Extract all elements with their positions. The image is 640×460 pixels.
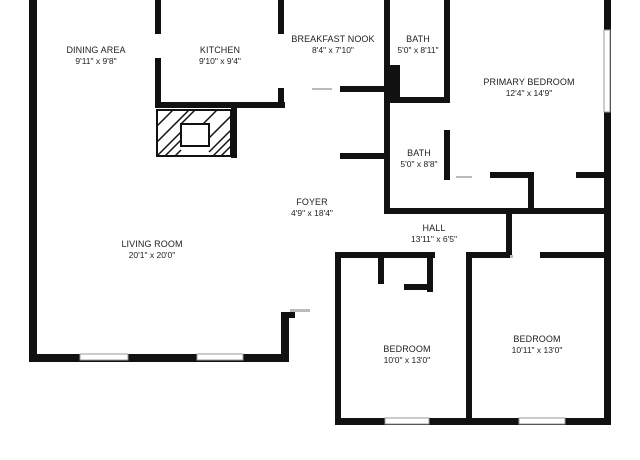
room-name: BREAKFAST NOOK — [291, 34, 375, 44]
wall-bedroom2-north-a — [466, 252, 512, 258]
wall-closet-north-2 — [576, 172, 611, 178]
room-name: BEDROOM — [383, 344, 431, 354]
room-dimensions: 4'9" x 18'4" — [291, 208, 333, 218]
room-label-hall: HALL 13'11" x 6'5" — [411, 223, 457, 245]
room-name: KITCHEN — [199, 45, 241, 55]
wall-bedroom2-north-b — [540, 252, 611, 258]
window-primary — [603, 29, 611, 113]
wall-bath-east-upper — [444, 0, 450, 103]
room-label-bath-upper: BATH 5'0" x 8'11" — [397, 34, 438, 56]
room-dimensions: 20'1" x 20'0" — [128, 250, 176, 260]
wall-bedroom2-east — [604, 214, 611, 424]
wall-nook-south — [340, 86, 386, 92]
wall-bedrooms-south — [335, 418, 611, 425]
wall-closet-stub — [490, 208, 496, 214]
room-dimensions: 9'10" x 9'4" — [199, 56, 241, 66]
fireplace — [156, 109, 232, 157]
window-bedroom-1 — [384, 417, 430, 425]
wall-closet-mid — [528, 172, 534, 208]
room-label-bath-lower: BATH 5'0" x 8'8" — [400, 148, 437, 170]
bath-fixture-block — [384, 65, 400, 101]
window-living-2 — [196, 353, 244, 361]
wall-bath-divider — [384, 97, 450, 103]
room-label-bedroom-1: BEDROOM 10'0" x 13'0" — [383, 344, 430, 366]
wall-closet-b — [427, 252, 433, 292]
room-label-breakfast-nook: BREAKFAST NOOK 8'4" x 7'10" — [291, 34, 374, 56]
room-dimensions: 10'0" x 13'0" — [383, 355, 431, 365]
wall-dining-kitchen-lower — [155, 58, 161, 108]
wall-west — [29, 0, 37, 362]
wall-foyer-closet — [340, 153, 386, 159]
room-name: FOYER — [296, 197, 328, 207]
wall-living-south — [29, 354, 289, 362]
wall-living-east-lower — [281, 312, 289, 362]
wall-bath-west — [384, 0, 390, 214]
room-dimensions: 5'0" x 8'8" — [400, 159, 438, 169]
room-label-foyer: FOYER 4'9" x 18'4" — [291, 197, 333, 219]
wall-closet-a — [378, 252, 384, 284]
wall-kitchen-nook-lower — [278, 88, 284, 108]
room-name: LIVING ROOM — [121, 239, 183, 249]
wall-bedrooms-divider — [466, 252, 472, 424]
room-label-bedroom-2: BEDROOM 10'11" x 13'0" — [512, 334, 563, 356]
room-name: BATH — [407, 148, 431, 158]
walls — [29, 0, 611, 425]
wall-bedroom2-closet — [506, 214, 512, 258]
wall-bedroom1-west — [335, 252, 341, 424]
room-name: BEDROOM — [513, 334, 561, 344]
room-label-kitchen: KITCHEN 9'10" x 9'4" — [199, 45, 241, 67]
window-living-1 — [79, 353, 129, 361]
room-label-primary-bedroom: PRIMARY BEDROOM 12'4" x 14'9" — [483, 77, 574, 99]
wall-fireplace-east — [231, 108, 237, 158]
room-dimensions: 9'11" x 9'8" — [75, 56, 117, 66]
room-dimensions: 10'11" x 13'0" — [511, 345, 563, 355]
room-label-living-room: LIVING ROOM 20'1" x 20'0" — [121, 239, 182, 261]
room-dimensions: 8'4" x 7'10" — [312, 45, 354, 55]
room-name: DINING AREA — [66, 45, 126, 55]
wall-closet-north — [490, 172, 534, 178]
wall-bath-south — [384, 208, 610, 214]
wall-kitchen-nook — [278, 0, 284, 34]
wall-entry-stub — [281, 312, 295, 318]
window-bedroom-2 — [518, 417, 566, 425]
room-name: PRIMARY BEDROOM — [483, 77, 575, 87]
room-dimensions: 5'0" x 8'11" — [397, 45, 439, 55]
room-label-dining-area: DINING AREA 9'11" x 9'8" — [66, 45, 125, 67]
wall-closet-c — [404, 284, 433, 290]
room-name: BATH — [406, 34, 430, 44]
wall-kitchen-south — [155, 102, 285, 108]
wall-dining-kitchen-upper — [155, 0, 161, 34]
wall-bedroom1-north — [335, 252, 435, 258]
room-dimensions: 13'11" x 6'5" — [411, 234, 457, 244]
door-marks — [290, 88, 513, 312]
room-dimensions: 12'4" x 14'9" — [505, 88, 553, 98]
wall-bath-east-lower — [444, 130, 450, 180]
windows — [79, 29, 611, 425]
room-name: HALL — [422, 223, 446, 233]
